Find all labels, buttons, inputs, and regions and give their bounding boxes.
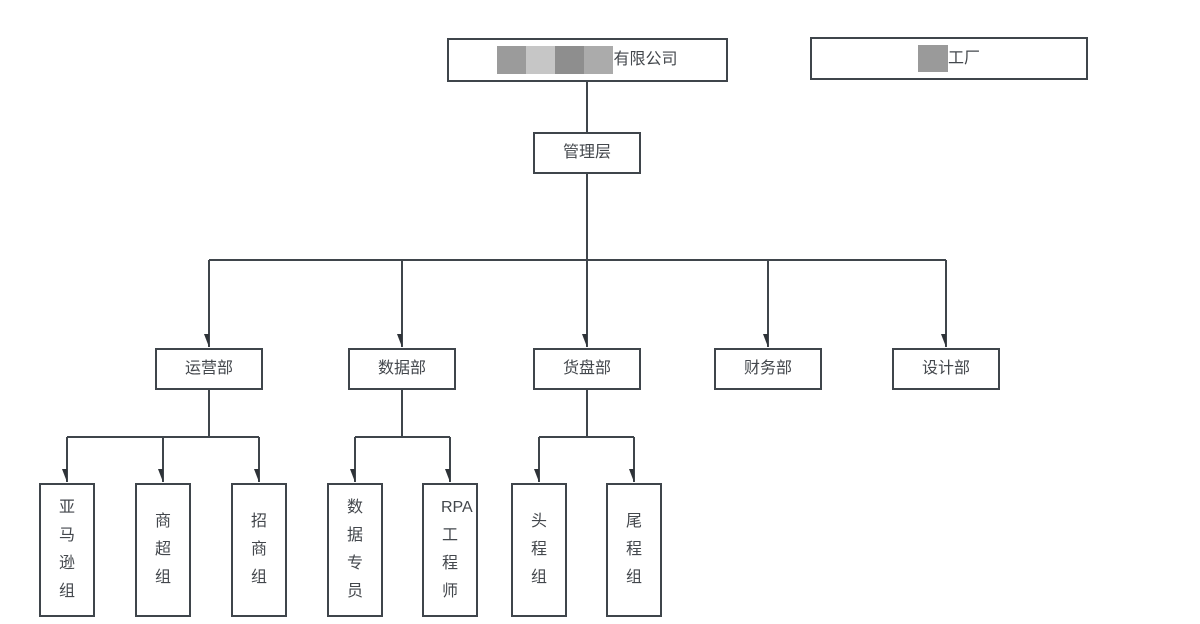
dept-label: 货盘部 bbox=[562, 360, 611, 378]
node-group-first-leg[interactable]: 头程组 bbox=[511, 483, 567, 617]
group-label: 尾程组 bbox=[625, 513, 642, 586]
redaction-block bbox=[917, 45, 948, 72]
redaction-block bbox=[526, 46, 556, 74]
dept-label: 数据部 bbox=[377, 360, 426, 378]
node-factory[interactable]: 工厂 bbox=[810, 37, 1088, 80]
node-group-last-leg[interactable]: 尾程组 bbox=[606, 483, 662, 617]
dept-label: 设计部 bbox=[921, 360, 970, 378]
redaction-block bbox=[497, 46, 527, 74]
node-dept-data[interactable]: 数据部 bbox=[348, 348, 456, 390]
group-label: 商超组 bbox=[154, 513, 171, 586]
node-dept-pallet[interactable]: 货盘部 bbox=[533, 348, 641, 390]
node-dept-design[interactable]: 设计部 bbox=[892, 348, 1000, 390]
management-label: 管理层 bbox=[562, 144, 611, 162]
factory-content: 工厂 bbox=[917, 45, 980, 72]
node-group-rpa-engineer[interactable]: RPA工程师 bbox=[422, 483, 478, 617]
node-company[interactable]: 有限公司 bbox=[447, 38, 728, 82]
group-label: 招商组 bbox=[250, 513, 267, 586]
dept-label: 运营部 bbox=[184, 360, 233, 378]
node-dept-operations[interactable]: 运营部 bbox=[155, 348, 263, 390]
group-label: 亚马逊组 bbox=[58, 499, 75, 600]
factory-label: 工厂 bbox=[947, 49, 980, 67]
redaction-block bbox=[555, 46, 585, 74]
redaction-block bbox=[584, 46, 614, 74]
company-content: 有限公司 bbox=[497, 46, 678, 74]
node-group-merchants[interactable]: 招商组 bbox=[231, 483, 287, 617]
node-dept-finance[interactable]: 财务部 bbox=[714, 348, 822, 390]
dept-label: 财务部 bbox=[743, 360, 792, 378]
node-group-amazon[interactable]: 亚马逊组 bbox=[39, 483, 95, 617]
node-group-supermarket[interactable]: 商超组 bbox=[135, 483, 191, 617]
group-label: RPA工程师 bbox=[441, 499, 473, 600]
company-name-label: 有限公司 bbox=[613, 51, 678, 69]
group-label: 头程组 bbox=[530, 513, 547, 586]
group-label: 数据专员 bbox=[346, 499, 363, 600]
node-group-data-specialist[interactable]: 数据专员 bbox=[327, 483, 383, 617]
node-management[interactable]: 管理层 bbox=[533, 132, 641, 174]
